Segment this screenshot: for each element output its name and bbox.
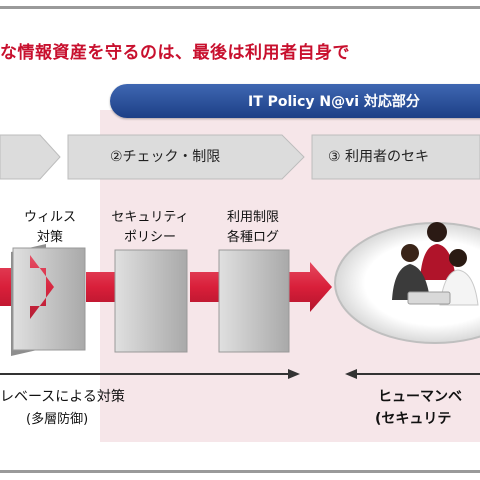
column-1-line2: 対策	[36, 230, 63, 245]
column-3-line2: 各種ログ	[226, 230, 279, 245]
navi-banner-label: IT Policy N@vi 対応部分	[248, 94, 420, 110]
panel-1	[12, 247, 86, 351]
top-border	[0, 6, 480, 9]
panel-3	[218, 249, 290, 353]
step-2-chevron	[67, 134, 305, 180]
column-2-label: セキュリティ ポリシー	[100, 208, 200, 248]
users-illustration	[392, 222, 479, 306]
navi-banner	[110, 84, 480, 118]
bottom-right-line2: (セキュリテ	[375, 411, 452, 427]
column-3-label: 利用制限 各種ログ	[208, 208, 298, 248]
column-1-label: ウィルス 対策	[10, 208, 90, 248]
bottom-left-line1: レベースによる対策	[0, 389, 125, 405]
column-1-line1: ウィルス	[23, 210, 76, 225]
flow-arrow-4	[288, 262, 332, 312]
panel-2	[114, 249, 188, 353]
headline-text: な情報資産を守るのは、最後は利用者自身で	[0, 43, 350, 63]
column-2-line1: セキュリティ	[111, 210, 189, 225]
bottom-left-line2: (多層防御)	[26, 412, 89, 427]
column-3-line1: 利用制限	[226, 210, 279, 225]
bottom-right-line1: ヒューマンベ	[378, 389, 462, 405]
step-3-label: ③ 利用者のセキ	[328, 149, 430, 165]
step-1-chevron	[0, 134, 61, 180]
bottom-border	[0, 470, 480, 473]
step-3-chevron	[311, 134, 480, 180]
flow-arrow-1-head	[30, 255, 54, 319]
right-direction-head	[345, 369, 357, 379]
step-2-label: ②チェック・制限	[110, 149, 221, 165]
left-direction-head	[288, 369, 300, 379]
column-2-line2: ポリシー	[123, 230, 176, 245]
